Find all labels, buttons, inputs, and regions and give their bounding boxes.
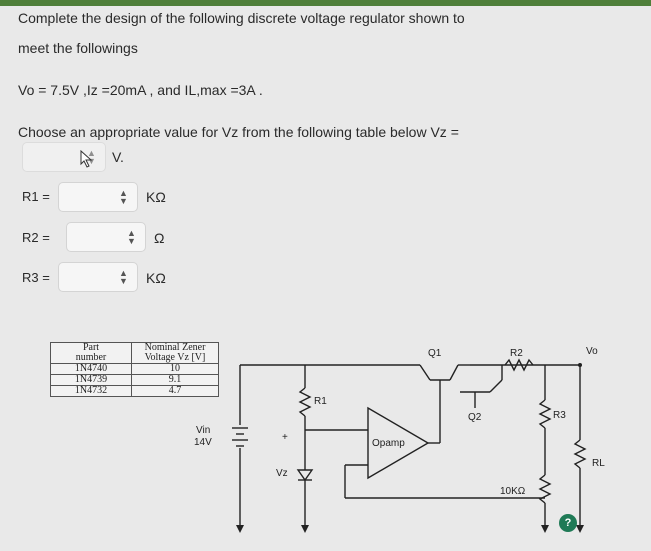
r3-unit: KΩ — [146, 270, 166, 286]
r3-label: R3 = — [22, 270, 50, 285]
spinner-icon: ▲▼ — [127, 228, 136, 246]
r1-unit: KΩ — [146, 189, 166, 205]
opamp-label: Opamp — [372, 438, 405, 449]
vz-select[interactable]: ▲▼ — [22, 142, 106, 172]
plus-sign: + — [282, 432, 288, 443]
spinner-icon: ▲▼ — [119, 188, 128, 206]
question-choose: Choose an appropriate value for Vz from … — [18, 124, 459, 140]
top-bar — [0, 0, 651, 6]
vin-value: 14V — [194, 437, 212, 448]
zener-table: Part number Nominal Zener Voltage Vz [V]… — [50, 342, 219, 397]
vin-label: Vin — [196, 425, 210, 436]
mouse-cursor-icon — [80, 150, 93, 168]
table-row: 1N4739 9.1 — [50, 374, 219, 386]
q2-label: Q2 — [468, 412, 482, 423]
vz-unit: V. — [112, 149, 124, 165]
help-button[interactable]: ? — [559, 514, 577, 532]
table-header-row: Part number Nominal Zener Voltage Vz [V] — [50, 342, 219, 364]
q1-label: Q1 — [428, 348, 442, 359]
question-line-2: meet the followings — [18, 40, 138, 56]
spinner-icon: ▲▼ — [119, 268, 128, 286]
vz-label: Vz — [276, 468, 288, 479]
question-line-1: Complete the design of the following dis… — [18, 10, 465, 26]
r1-select[interactable]: ▲▼ — [58, 182, 138, 212]
r2-unit: Ω — [154, 230, 165, 246]
table-row: 1N4732 4.7 — [50, 385, 219, 397]
r3-circuit-label: R3 — [553, 410, 566, 421]
table-cell-vz: 4.7 — [131, 385, 219, 397]
r2-circuit-label: R2 — [510, 348, 523, 359]
r1-label: R1 = — [22, 189, 50, 204]
spinner-icon: ▲▼ — [87, 148, 96, 166]
vo-label: Vo — [586, 346, 598, 357]
r2-label: R2 = — [22, 230, 50, 245]
r2-select[interactable]: ▲▼ — [66, 222, 146, 252]
res-10k-label: 10KΩ — [500, 486, 526, 497]
question-specs: Vo = 7.5V ,Iz =20mA , and IL,max =3A . — [18, 82, 263, 98]
rl-label: RL — [592, 458, 605, 469]
r1-circuit-label: R1 — [314, 396, 327, 407]
r3-select[interactable]: ▲▼ — [58, 262, 138, 292]
